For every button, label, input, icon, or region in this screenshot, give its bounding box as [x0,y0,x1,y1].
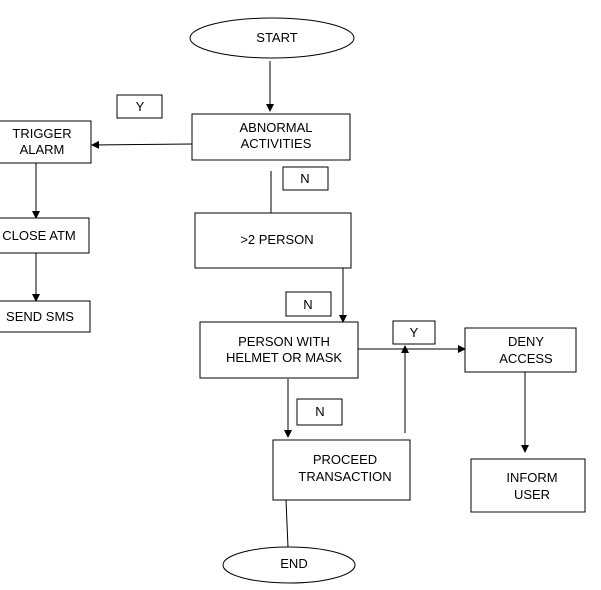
helmet-label-line1: PERSON WITH [238,334,330,349]
end-label: END [280,556,307,571]
helmet-label-line2: HELMET OR MASK [226,350,342,365]
gt2-label: >2 PERSON [240,232,313,247]
close-atm-label: CLOSE ATM [2,228,75,243]
end-terminal: END [222,546,356,584]
helmet-yes-text: Y [410,325,419,340]
deny-access-box: DENY ACCESS [464,327,577,373]
helmet-no-label: N [296,398,343,426]
start-terminal: START [189,17,355,59]
gt2-person-decision: >2 PERSON [194,212,352,269]
abnormal-yes-label: Y [116,94,163,119]
inform-label-line1: INFORM [506,470,557,485]
helmet-no-text: N [315,404,324,419]
proceed-label-line2: TRANSACTION [298,469,391,484]
abnormal-label-line2: ACTIVITIES [241,136,312,151]
trigger-alarm-box: TRIGGER ALARM [0,120,92,164]
deny-label-line2: ACCESS [499,351,553,366]
abnormal-label-line1: ABNORMAL [240,120,313,135]
proceed-label-line1: PROCEED [313,452,377,467]
trigger-label-line1: TRIGGER [12,126,71,141]
helmet-yes-label: Y [392,320,436,345]
gt2-no-label: N [285,291,332,317]
inform-user-box: INFORM USER [470,458,586,513]
abnormal-no-text: N [300,171,309,186]
inform-label-line2: USER [514,487,550,502]
edge-abnormal-to-trigger [91,140,193,149]
start-label: START [256,30,297,45]
deny-label-line1: DENY [508,334,544,349]
helmet-mask-decision: PERSON WITH HELMET OR MASK [199,321,359,379]
abnormal-no-label: N [282,166,329,191]
edge-proceed-to-end [285,499,289,548]
trigger-label-line2: ALARM [20,142,65,157]
send-sms-box: SEND SMS [0,300,91,333]
send-sms-label: SEND SMS [6,309,74,324]
close-atm-box: CLOSE ATM [0,217,90,254]
gt2-no-text: N [303,297,312,312]
abnormal-yes-text: Y [136,99,145,114]
proceed-transaction-box: PROCEED TRANSACTION [272,439,411,501]
abnormal-activities-decision: ABNORMAL ACTIVITIES [191,113,351,161]
